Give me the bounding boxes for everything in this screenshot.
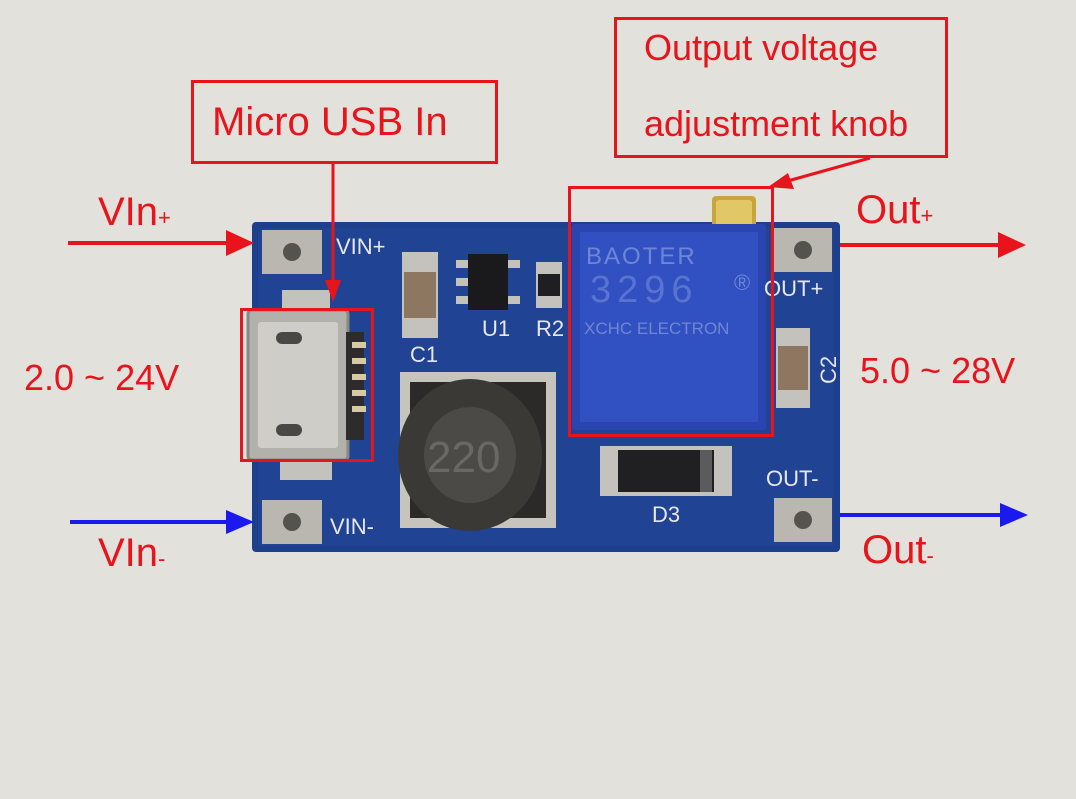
knob-highlight-box <box>568 186 774 437</box>
silk-c2: C2 <box>816 356 841 384</box>
out-minus-sign: - <box>926 543 934 568</box>
arrow-vin-minus <box>70 510 254 534</box>
silk-out-minus: OUT- <box>766 466 819 491</box>
silk-vin-minus: VIN- <box>330 514 374 539</box>
vin-minus-label: VIn- <box>98 533 165 573</box>
arrow-vin-plus <box>68 230 254 256</box>
output-voltage-range: 5.0 ~ 28V <box>860 350 1016 391</box>
pot-brand: BAOTER <box>586 243 697 270</box>
vin-minus-sign: - <box>158 546 166 571</box>
vin-plus-label: VIn+ <box>98 192 171 232</box>
silk-u1: U1 <box>482 316 510 341</box>
pot-maker: XCHC ELECTRON <box>584 319 729 338</box>
micro-usb-label-box <box>191 80 498 164</box>
vin-plus-sign: + <box>158 205 171 230</box>
knob-label-line2: adjustment knob <box>644 103 909 144</box>
silk-r2: R2 <box>536 316 564 341</box>
pot-model: 3296 <box>590 269 699 311</box>
potentiometer <box>572 196 766 430</box>
pad-out-plus <box>774 228 832 272</box>
out-plus-sign: + <box>920 203 934 228</box>
micro-usb-label: Micro USB In <box>212 100 448 144</box>
silk-c1: C1 <box>410 342 438 367</box>
inductor-220 <box>398 372 556 531</box>
vin-plus-main: VIn <box>98 190 159 234</box>
input-voltage-range: 2.0 ~ 24V <box>24 357 180 398</box>
capacitor-c1 <box>402 252 438 338</box>
diode-d3 <box>600 446 732 496</box>
pad-out-minus <box>774 498 832 542</box>
capacitor-c2 <box>776 328 810 408</box>
out-plus-main: Out <box>856 188 921 232</box>
out-plus-label: Out+ <box>856 190 933 230</box>
silk-vin-plus: VIN+ <box>336 234 386 259</box>
usb-highlight-box <box>240 308 374 462</box>
arrow-out-minus <box>840 503 1028 527</box>
arrow-knob <box>768 156 871 189</box>
out-minus-main: Out <box>862 528 927 572</box>
vin-minus-main: VIn <box>98 531 159 575</box>
inductor-marking: 220 <box>427 433 500 482</box>
pad-vin-plus <box>262 230 322 274</box>
pot-reg: ® <box>734 270 750 295</box>
silk-d3: D3 <box>652 502 680 527</box>
micro-usb-connector <box>246 290 366 480</box>
resistor-r2 <box>536 262 562 308</box>
chip-u1 <box>456 254 520 310</box>
pad-vin-minus <box>262 500 322 544</box>
knob-label-box <box>614 17 948 158</box>
out-minus-label: Out- <box>862 530 934 570</box>
knob-label-line1: Output voltage <box>644 27 879 68</box>
arrow-out-plus <box>840 232 1026 258</box>
arrow-micro-usb <box>325 164 341 302</box>
